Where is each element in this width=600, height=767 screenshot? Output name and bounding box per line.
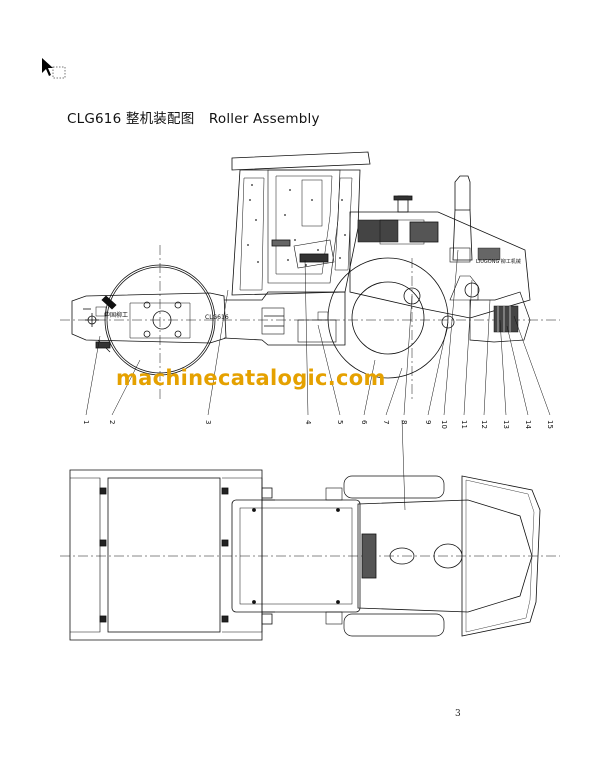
rear-frame xyxy=(223,291,346,346)
rear-wheel xyxy=(327,257,449,379)
callout-7: 7 xyxy=(382,420,390,424)
callout-2: 2 xyxy=(108,420,116,424)
callout-1: 1 xyxy=(82,420,90,424)
mouse-pointer-icon xyxy=(40,57,70,87)
callout-3: 3 xyxy=(204,420,212,424)
top-cab xyxy=(231,499,361,613)
callout-10: 10 xyxy=(440,420,448,429)
front-drum xyxy=(104,264,216,376)
callout-15: 15 xyxy=(546,420,554,429)
exhaust-pipe xyxy=(454,175,471,210)
side-brand-label: LIUGONG 柳工机械 xyxy=(476,259,521,265)
callout-13: 13 xyxy=(502,420,510,429)
top-drum xyxy=(107,477,221,633)
callout-12: 12 xyxy=(480,420,488,429)
side-view xyxy=(60,151,560,416)
cab xyxy=(231,169,361,296)
callout-8: 8 xyxy=(400,420,408,424)
callout-5: 5 xyxy=(336,420,344,424)
page-number: 3 xyxy=(455,709,461,719)
title-cn: 整机装配图 xyxy=(125,111,195,127)
title-code: CLG616 xyxy=(67,111,122,127)
top-engine xyxy=(357,499,533,613)
cab-roof xyxy=(231,151,371,171)
page-title: CLG616 整机装配图 Roller Assembly xyxy=(67,107,320,127)
callout-4: 4 xyxy=(304,420,312,425)
top-view xyxy=(60,419,560,641)
frame-model-label: CLG616 xyxy=(205,314,229,321)
callout-6: 6 xyxy=(360,420,368,425)
title-en: Roller Assembly xyxy=(208,111,320,127)
drum-plate-label: 中国柳工 xyxy=(104,312,129,319)
watermark: machinecatalogic.com xyxy=(116,366,386,390)
top-drum-frame xyxy=(69,469,263,641)
callout-11: 11 xyxy=(460,420,468,429)
callout-14: 14 xyxy=(524,420,532,429)
callout-9: 9 xyxy=(424,420,432,424)
